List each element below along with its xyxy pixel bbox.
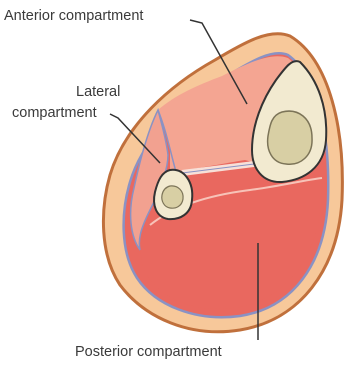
anterior-compartment-label: Anterior compartment (4, 7, 143, 26)
posterior-compartment-label: Posterior compartment (75, 343, 222, 362)
tibia-marrow (268, 111, 312, 164)
lateral-compartment-label-line1: Lateral (76, 83, 120, 102)
lateral-compartment-label-line2: compartment (12, 104, 97, 123)
fibula-marrow (162, 186, 183, 208)
